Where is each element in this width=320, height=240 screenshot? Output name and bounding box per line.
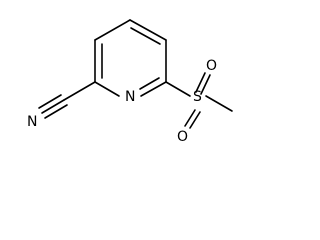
nitrile-bonds (38, 81, 96, 119)
ring-nitrogen-label: N (125, 89, 135, 105)
bond-c4-c5-inner (130, 27, 161, 45)
ring-bonds (94, 19, 167, 97)
bond-c2-cn (63, 81, 96, 101)
oxygen-top-label: O (206, 58, 217, 74)
bond-triple-3 (44, 104, 68, 119)
bond-s-o-top-a (195, 72, 206, 93)
bond-c4-c5 (129, 19, 167, 41)
bond-s-ch3 (205, 95, 233, 112)
sulfur-label: S (193, 89, 202, 105)
nitrile-nitrogen-label: N (27, 114, 37, 130)
bond-s-o-bottom-a (184, 109, 196, 127)
molecule-diagram: N N S O O (27, 19, 233, 145)
bond-n1-c2 (94, 81, 120, 97)
bond-triple-1 (41, 99, 65, 114)
bond-triple-2 (38, 94, 62, 109)
bond-s-o-bottom-b (189, 111, 201, 129)
bond-c6-s (165, 81, 191, 97)
bond-c6-n1-inner (139, 77, 160, 90)
sulfonyl-bonds (165, 72, 233, 129)
bond-c6-n1 (140, 81, 167, 97)
bond-s-o-top-b (200, 74, 211, 95)
bond-c3-c4 (94, 19, 131, 41)
structure-canvas: N N S O O (27, 19, 233, 145)
oxygen-bottom-label: O (177, 129, 188, 145)
